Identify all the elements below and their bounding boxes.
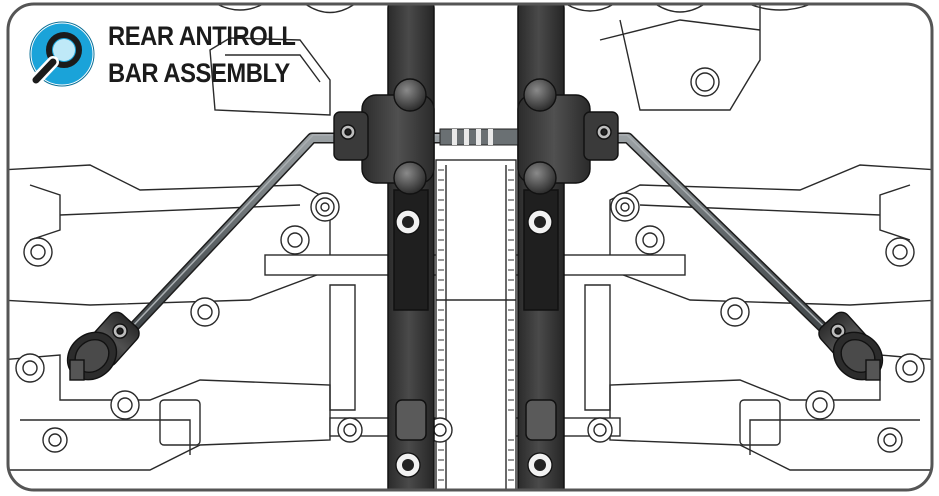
right-end-link	[818, 311, 884, 381]
spur-gear-teeth	[438, 169, 514, 481]
title-line-2: BAR ASSEMBLY	[108, 58, 290, 88]
frame-border	[6, 2, 934, 492]
left-pivot-block	[333, 78, 435, 195]
page-title: REAR ANTIROLL BAR ASSEMBLY	[108, 18, 296, 92]
title-block: REAR ANTIROLL BAR ASSEMBLY	[18, 8, 348, 98]
antiroll-bar-center-marks	[439, 128, 521, 146]
left-end-link	[66, 311, 140, 381]
plate-screws	[395, 209, 553, 478]
right-pivot-block	[517, 78, 619, 195]
title-line-1: REAR ANTIROLL	[108, 21, 296, 51]
chassis-screw-holes	[15, 192, 925, 453]
magnifier-icon	[28, 20, 96, 88]
